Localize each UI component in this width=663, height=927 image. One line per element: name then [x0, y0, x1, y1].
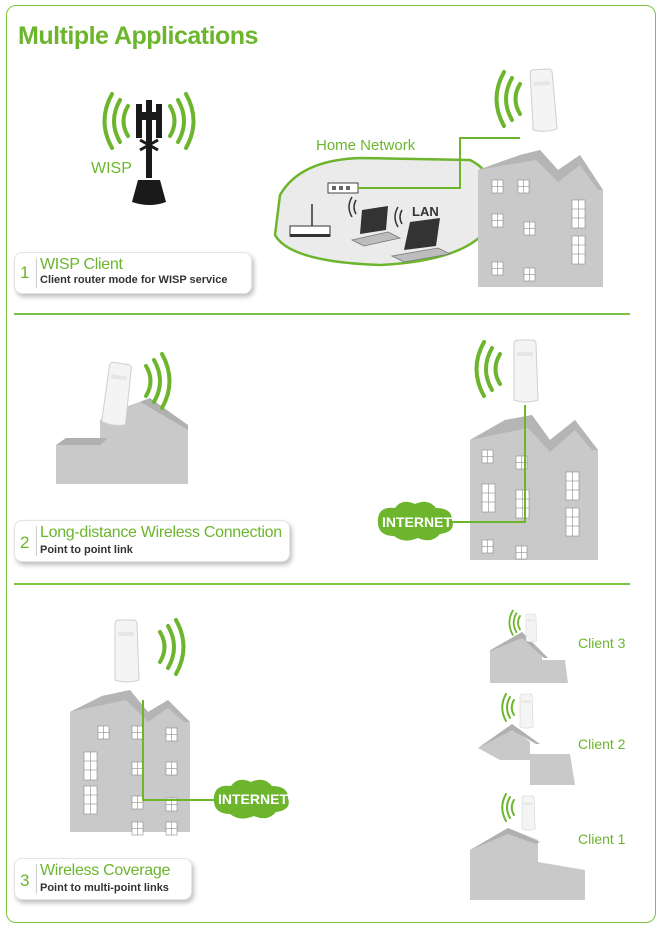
building-2 [470, 415, 598, 560]
section-title-1: WISP Client [40, 256, 123, 273]
home-network-bubble [273, 156, 498, 267]
label-separator [36, 526, 37, 556]
internet-label-2: INTERNET [382, 514, 452, 530]
label-box-wireless-coverage: 3 Wireless Coverage Point to multi-point… [14, 858, 192, 900]
client-1-house [470, 828, 585, 900]
building-3 [70, 690, 190, 836]
client-3-house [488, 632, 568, 683]
home-network-label: Home Network [316, 137, 416, 154]
internet-cloud-2 [377, 501, 453, 541]
section-number-3: 3 [20, 871, 30, 890]
section-divider-1 [14, 313, 630, 315]
section-subtitle-3: Point to multi-point links [40, 882, 169, 894]
client-3-cpe [525, 613, 538, 643]
internet-cloud-3 [213, 779, 289, 819]
wisp-tower-icon [132, 100, 166, 205]
wisp-label: WISP [91, 160, 132, 177]
client-1-signal-icon [501, 793, 515, 822]
client-2-label: Client 2 [578, 736, 626, 752]
cpe-device-1 [529, 68, 558, 133]
label-box-long-distance: 2 Long-distance Wireless Connection Poin… [14, 520, 290, 562]
page-frame [6, 5, 656, 923]
label-separator [36, 258, 37, 288]
cpe-device-2b [513, 339, 539, 403]
client-3-signal-icon [508, 609, 521, 636]
lan-label: LAN [412, 204, 439, 219]
section-subtitle-1: Client router mode for WISP service [40, 274, 228, 286]
label-box-wisp-client: 1 WISP Client Client router mode for WIS… [14, 252, 252, 294]
client-2-cpe [519, 693, 534, 729]
wisp-signal-left-icon [102, 92, 130, 150]
client-2-house [478, 724, 575, 785]
section-number-2: 2 [20, 533, 30, 552]
cpe-signal-2b-icon [474, 340, 502, 398]
house-section2 [56, 398, 188, 484]
client-3-label: Client 3 [578, 635, 626, 651]
label-separator [36, 864, 37, 894]
client-2-signal-icon [501, 693, 515, 722]
internet-label-3: INTERNET [218, 791, 288, 807]
client-1-cpe [521, 795, 536, 831]
section-number-1: 1 [20, 263, 30, 282]
section-title-2: Long-distance Wireless Connection [40, 524, 282, 541]
cpe-device-3 [114, 619, 140, 683]
building-1 [478, 150, 603, 287]
wisp-signal-right-icon [168, 92, 196, 150]
page-title: Multiple Applications [18, 22, 258, 50]
section-subtitle-2: Point to point link [40, 544, 133, 556]
cpe-signal-3-icon [158, 618, 186, 676]
section-divider-2 [14, 583, 630, 585]
cpe-signal-1-icon [494, 70, 522, 128]
client-1-label: Client 1 [578, 831, 626, 847]
section-title-3: Wireless Coverage [40, 862, 171, 879]
